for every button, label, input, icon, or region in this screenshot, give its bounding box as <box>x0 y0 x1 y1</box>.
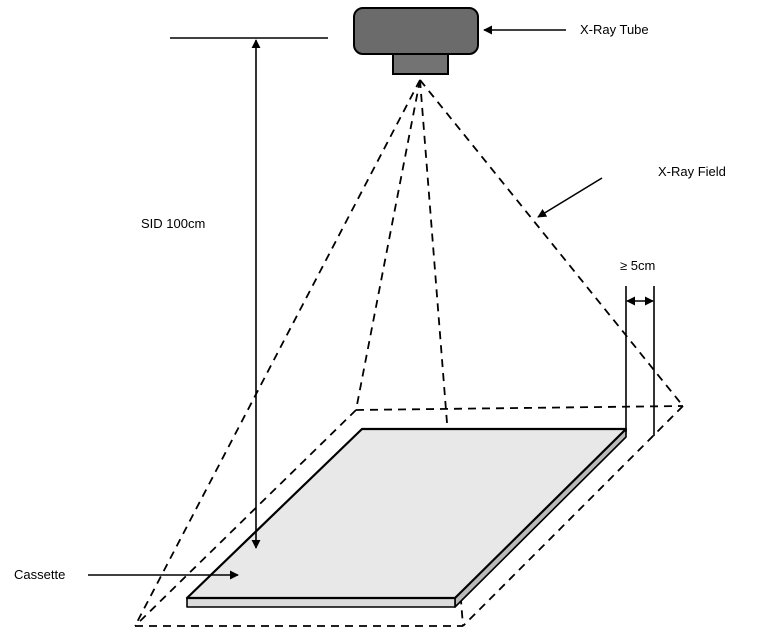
margin-dimension <box>625 286 655 436</box>
cassette-front-face <box>186 597 456 608</box>
cassette-plate <box>185 427 628 608</box>
xray-tube-port <box>392 53 449 75</box>
cassette-label: Cassette <box>14 567 65 582</box>
field-edge-right <box>462 405 684 627</box>
sid-label: SID 100cm <box>141 216 205 231</box>
cassette-top-face <box>185 427 628 600</box>
margin-label: ≥ 5cm <box>620 258 655 273</box>
field-edge-back <box>355 405 684 411</box>
xray-tube-body <box>353 7 479 55</box>
beam-ray-front-left <box>134 79 421 627</box>
xray-tube <box>353 7 479 75</box>
xray-beam <box>134 79 684 627</box>
xray-field-pointer-arrow <box>537 177 603 218</box>
beam-ray-back-left <box>355 79 421 411</box>
xray-tube-label: X-Ray Tube <box>580 22 649 37</box>
xray-field-outline <box>134 405 684 627</box>
xray-field-label: X-Ray Field <box>658 164 726 179</box>
field-edge-left <box>134 409 357 627</box>
beam-ray-front-right <box>419 79 464 627</box>
beam-ray-back-right <box>419 79 684 407</box>
